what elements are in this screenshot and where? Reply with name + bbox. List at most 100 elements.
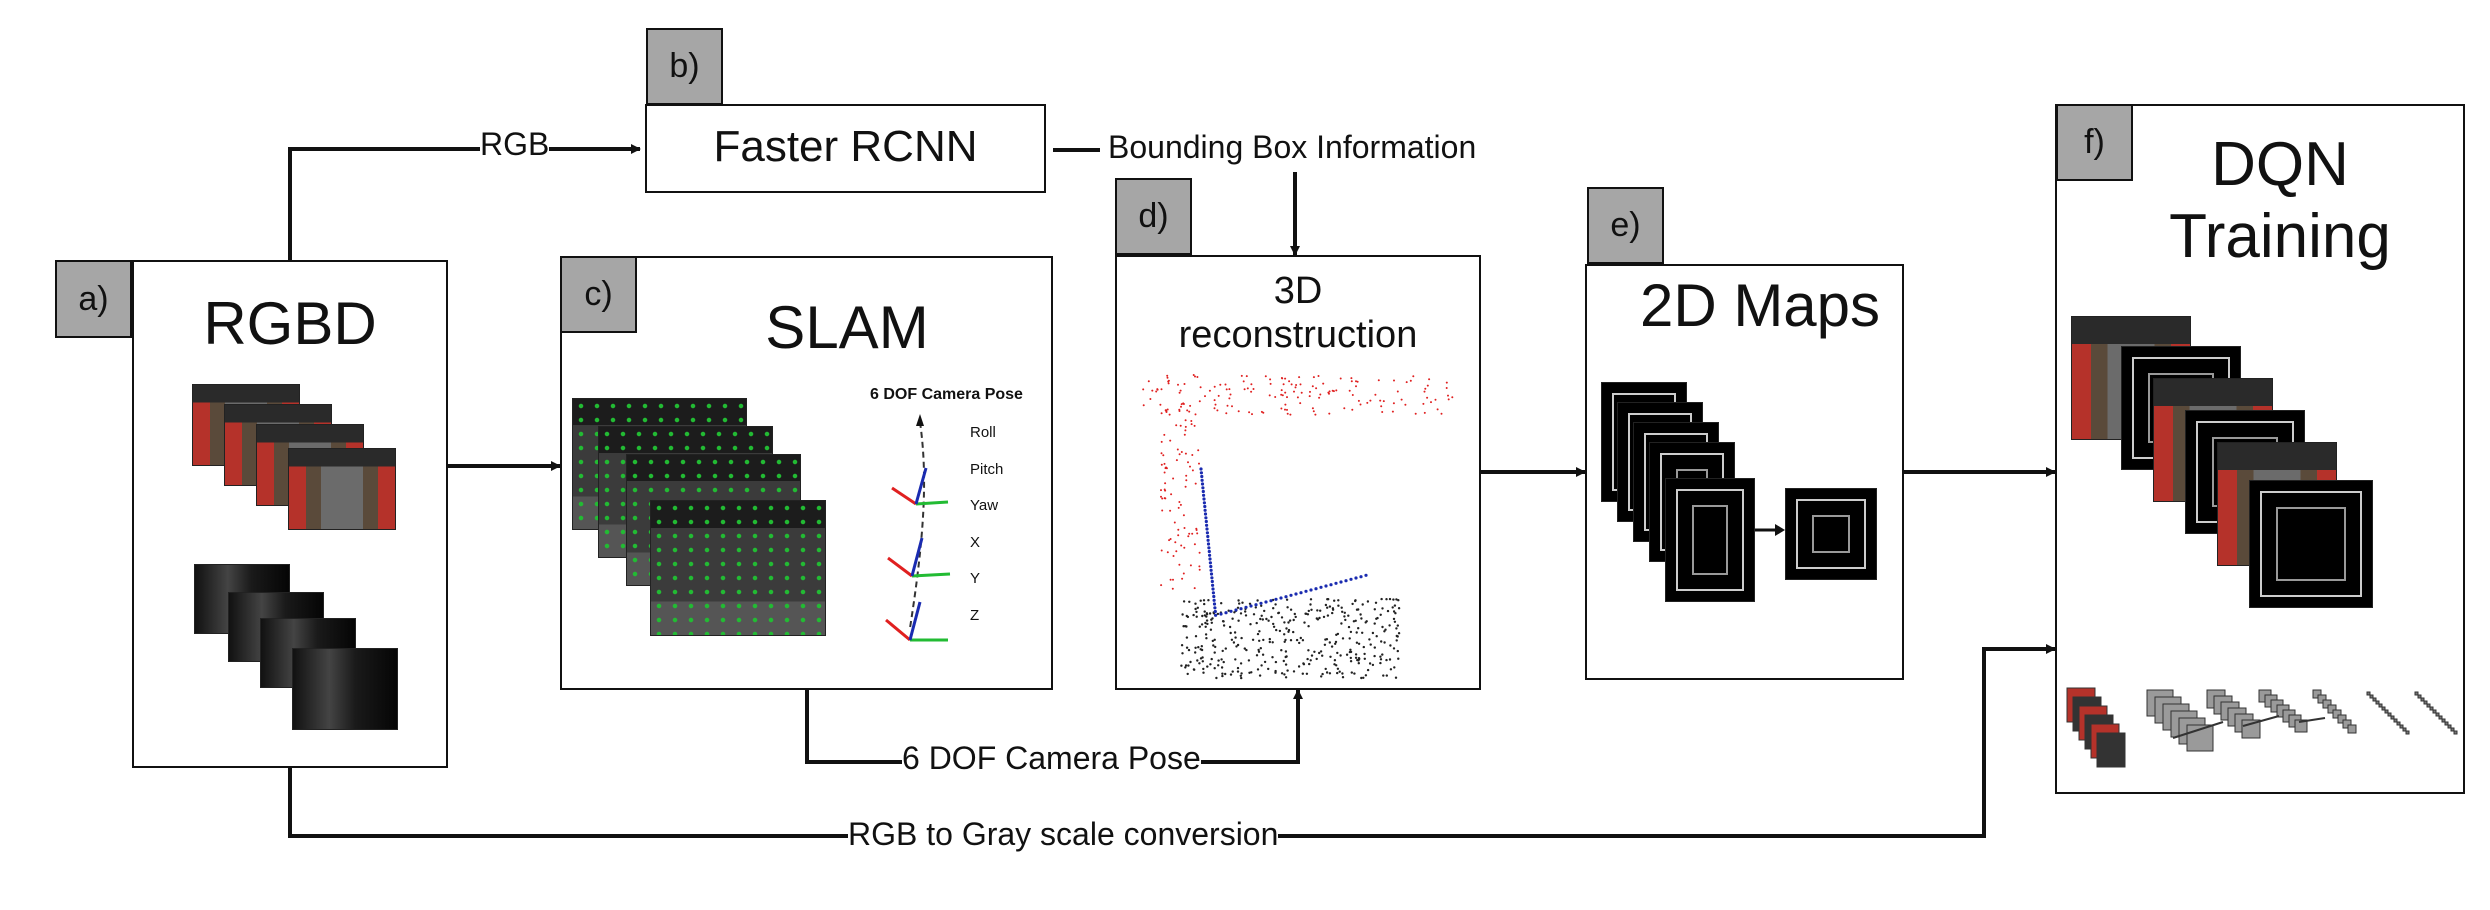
point-cloud-point <box>1206 542 1211 546</box>
gray-conversion-edge <box>288 644 2056 838</box>
reconstruction-title-line2: reconstruction <box>1178 314 1418 356</box>
point-cloud-point <box>1181 613 1184 616</box>
point-cloud-point <box>1293 390 1295 393</box>
point-cloud-point <box>1208 557 1212 561</box>
cnn-layer-block <box>2384 709 2389 714</box>
point-cloud-point <box>1179 503 1182 506</box>
point-cloud-point <box>1164 482 1167 485</box>
point-cloud-point <box>1280 407 1283 410</box>
point-cloud-point <box>1217 664 1220 667</box>
point-cloud-point <box>1251 413 1253 416</box>
point-cloud-point <box>1206 665 1209 668</box>
point-cloud-point <box>1160 452 1163 455</box>
point-cloud-point <box>1160 549 1163 552</box>
point-cloud-point <box>1354 619 1357 622</box>
point-cloud-point <box>1175 459 1178 462</box>
point-cloud-point <box>1166 376 1169 379</box>
point-cloud-point <box>1212 598 1216 602</box>
point-cloud-point <box>1196 532 1199 535</box>
point-cloud-point <box>1329 655 1332 658</box>
point-cloud-point <box>1202 671 1205 674</box>
point-cloud-point <box>1394 676 1398 679</box>
point-cloud-point <box>1343 615 1346 618</box>
point-cloud-point <box>1381 625 1384 629</box>
point-cloud-point <box>1290 383 1293 386</box>
point-cloud-point <box>1271 641 1274 644</box>
point-cloud-point <box>1365 620 1368 623</box>
cnn-layer-block <box>2337 714 2347 724</box>
dqn-map-frame <box>2249 480 2373 608</box>
point-cloud-point <box>1341 637 1345 640</box>
point-cloud-point <box>1283 640 1286 643</box>
point-cloud-point <box>1194 607 1197 611</box>
point-cloud-point <box>1224 383 1227 386</box>
point-cloud-point <box>1321 654 1324 657</box>
point-cloud-point <box>1244 610 1247 613</box>
point-cloud-point <box>1201 660 1204 663</box>
point-cloud-point <box>1396 649 1399 653</box>
point-cloud-point <box>1261 618 1264 621</box>
point-cloud-point <box>1395 627 1398 630</box>
point-cloud-point <box>1380 597 1383 601</box>
point-cloud-point <box>1328 605 1332 608</box>
point-cloud-point <box>1169 578 1172 581</box>
point-cloud-point <box>1315 657 1318 661</box>
point-cloud-point <box>1396 635 1399 638</box>
point-cloud-point <box>1251 638 1255 641</box>
cnn-layer-block <box>2441 718 2446 723</box>
dqn-title-line1: DQN <box>2211 130 2349 199</box>
point-cloud-point <box>1379 655 1382 658</box>
point-cloud-point <box>1350 380 1353 383</box>
point-cloud-point <box>1196 606 1199 609</box>
point-cloud-point <box>1354 599 1357 602</box>
point-cloud-point <box>1212 602 1217 606</box>
tag-c: c) <box>560 256 637 333</box>
point-cloud-point <box>1292 630 1295 634</box>
point-cloud-point <box>1319 585 1323 589</box>
point-cloud-point <box>1341 672 1344 675</box>
point-cloud-point <box>1219 612 1223 616</box>
point-cloud-point <box>1272 622 1275 626</box>
point-cloud-point <box>1178 563 1181 566</box>
point-cloud-point <box>1189 465 1191 468</box>
slam-title: SLAM <box>765 294 929 361</box>
point-cloud-point <box>1339 377 1342 380</box>
point-cloud-point <box>1264 600 1268 604</box>
point-cloud-point <box>1205 637 1208 640</box>
point-cloud-point <box>1160 584 1163 587</box>
point-cloud-point <box>1396 390 1399 393</box>
point-cloud-point <box>1357 399 1360 402</box>
point-cloud-point <box>1371 631 1375 635</box>
point-cloud-point <box>1202 501 1206 505</box>
point-cloud-point <box>1256 599 1259 602</box>
point-cloud-point <box>1214 645 1217 649</box>
point-cloud-point <box>1379 658 1383 661</box>
point-cloud-point <box>1186 615 1190 619</box>
cnn-layer-block <box>2414 691 2419 696</box>
point-cloud-point <box>1250 390 1253 393</box>
point-cloud-point <box>1204 633 1208 636</box>
point-cloud-point <box>1300 391 1303 394</box>
point-cloud-point <box>1359 403 1362 406</box>
point-cloud-point <box>1180 644 1184 647</box>
depth-frame <box>292 648 398 730</box>
point-cloud-point <box>1288 380 1291 383</box>
point-cloud-point <box>1198 565 1201 568</box>
point-cloud-point <box>1194 651 1197 654</box>
point-cloud-point <box>1294 592 1298 596</box>
cnn-layer-block <box>2378 703 2383 708</box>
point-cloud-point <box>1160 495 1162 498</box>
point-cloud-point <box>1311 407 1314 410</box>
point-cloud-point <box>1198 462 1200 465</box>
point-cloud-point <box>1275 628 1278 632</box>
point-cloud-point <box>1289 593 1293 597</box>
point-cloud-point <box>1172 578 1174 581</box>
point-cloud-point <box>1236 606 1240 609</box>
point-cloud-point <box>1282 659 1285 663</box>
point-cloud-point <box>1254 606 1257 609</box>
point-cloud-point <box>1256 668 1260 671</box>
point-cloud-point <box>1436 408 1439 411</box>
point-cloud-point <box>1393 379 1395 382</box>
point-cloud-point <box>1193 424 1196 427</box>
point-cloud-point <box>1220 658 1223 661</box>
